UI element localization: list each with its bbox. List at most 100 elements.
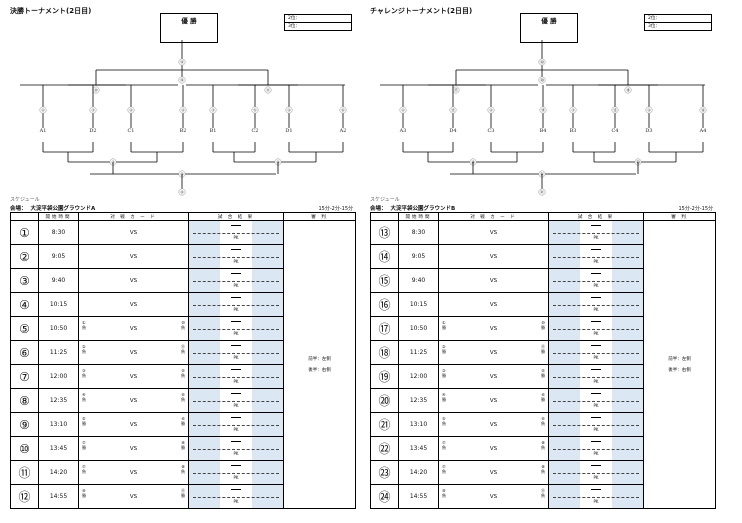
match-result[interactable]: PK — [548, 364, 644, 389]
vs-label: VS — [129, 445, 138, 452]
vs-label: VS — [489, 373, 498, 380]
svg-text:②: ② — [489, 108, 493, 113]
match-marker: ⑳ — [538, 59, 546, 66]
match-card: VS — [438, 292, 549, 317]
header-result: 試 合 結 果 — [188, 212, 284, 221]
venue-line: 会場：大淀平袋公園グラウンドB — [370, 204, 455, 212]
start-time: 11:25 — [38, 340, 79, 365]
svg-text:⑲: ⑲ — [471, 159, 475, 165]
start-time: 9:40 — [38, 268, 79, 293]
left-source: ③ 負 — [82, 368, 86, 378]
match-result[interactable]: PK — [188, 220, 284, 245]
match-result[interactable]: PK — [188, 412, 284, 437]
start-time: 10:15 — [398, 292, 439, 317]
match-result[interactable]: PK — [188, 292, 284, 317]
match-number: ⑨ — [10, 412, 39, 437]
header-time: 開始時間 — [38, 212, 79, 221]
match-result[interactable]: PK — [548, 316, 644, 341]
vs-label: VS — [489, 325, 498, 332]
start-time: 12:35 — [398, 388, 439, 413]
pk-label: PK — [233, 283, 239, 288]
match-result[interactable]: PK — [188, 268, 284, 293]
pk-label: PK — [593, 307, 599, 312]
match-result[interactable]: PK — [188, 388, 284, 413]
svg-text:⑤: ⑤ — [253, 108, 257, 113]
pk-label: PK — [593, 403, 599, 408]
svg-text:⑳: ⑳ — [540, 77, 544, 83]
vs-label: VS — [129, 301, 138, 308]
svg-text:㉑: ㉑ — [540, 189, 544, 195]
team-label: A4 — [699, 128, 707, 134]
pk-label: PK — [593, 427, 599, 432]
svg-text:⑩: ⑩ — [94, 88, 98, 93]
vs-label: VS — [489, 277, 498, 284]
match-format: 15分-2分-15分 — [678, 206, 713, 212]
venue-name: 大淀平袋公園グラウンドA — [30, 206, 96, 212]
match-result[interactable]: PK — [548, 268, 644, 293]
match-number: ⑤ — [10, 316, 39, 341]
match-marker: ① — [399, 106, 407, 114]
match-result[interactable]: PK — [548, 220, 644, 245]
match-marker: ⑥ — [339, 106, 347, 114]
match-result[interactable]: PK — [548, 244, 644, 269]
match-result[interactable]: PK — [548, 436, 644, 461]
match-marker: ㉑ — [538, 189, 546, 196]
match-marker: ⑰ — [452, 87, 460, 94]
match-result[interactable]: PK — [188, 244, 284, 269]
start-time: 13:10 — [398, 412, 439, 437]
referee-cell: 前半：左側後半：右側 — [643, 220, 716, 509]
left-source: ① 勝 — [442, 320, 446, 330]
match-result[interactable]: PK — [548, 388, 644, 413]
match-number: ⑳ — [370, 388, 399, 413]
match-card: VS — [78, 220, 189, 245]
match-marker: ⑮ — [611, 107, 619, 114]
pk-label: PK — [593, 475, 599, 480]
left-source: ③ 勝 — [442, 368, 446, 378]
match-result[interactable]: PK — [548, 412, 644, 437]
match-number: ㉔ — [370, 484, 399, 509]
match-result[interactable]: PK — [188, 364, 284, 389]
right-source: ⑧ 負 — [181, 464, 185, 474]
match-result[interactable]: PK — [188, 460, 284, 485]
venue-name: 大淀平袋公園グラウンドB — [390, 206, 456, 212]
match-number: ⑯ — [370, 292, 399, 317]
start-time: 12:00 — [38, 364, 79, 389]
match-result[interactable]: PK — [548, 340, 644, 365]
team-label: D1 — [285, 128, 292, 134]
match-result[interactable]: PK — [548, 292, 644, 317]
match-marker: ① — [39, 106, 47, 114]
match-result[interactable]: PK — [548, 460, 644, 485]
match-result[interactable]: PK — [188, 484, 284, 509]
match-result[interactable]: PK — [188, 316, 284, 341]
match-marker: ② — [127, 106, 135, 114]
match-card: VS — [78, 268, 189, 293]
right-source: ⑪ 負 — [181, 344, 185, 354]
place-row: 2位： — [645, 15, 711, 23]
match-result[interactable]: PK — [188, 436, 284, 461]
svg-text:⑫: ⑫ — [180, 59, 184, 65]
team-label: B3 — [570, 128, 577, 134]
svg-text:⑫: ⑫ — [180, 77, 184, 83]
match-marker: ⑨ — [178, 188, 186, 196]
right-source: ⑥ 負 — [181, 392, 185, 402]
vs-label: VS — [129, 229, 138, 236]
match-result[interactable]: PK — [548, 484, 644, 509]
team-label: C3 — [487, 128, 494, 134]
pk-label: PK — [593, 259, 599, 264]
match-result[interactable]: PK — [188, 340, 284, 365]
match-format: 15分-2分-15分 — [318, 206, 353, 212]
right-source: ⑥ 勝 — [541, 392, 545, 402]
svg-text:⑳: ⑳ — [540, 59, 544, 65]
header-num — [370, 212, 399, 221]
